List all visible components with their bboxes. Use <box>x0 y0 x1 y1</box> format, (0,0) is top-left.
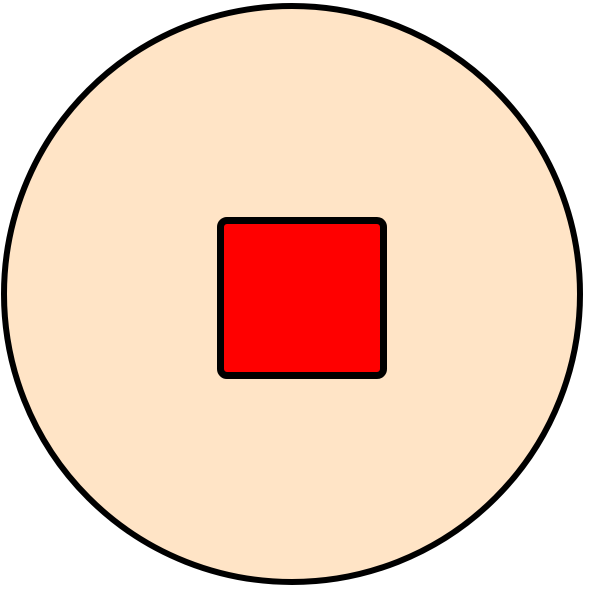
stop-icon <box>217 217 387 379</box>
stop-button[interactable] <box>1 3 583 585</box>
